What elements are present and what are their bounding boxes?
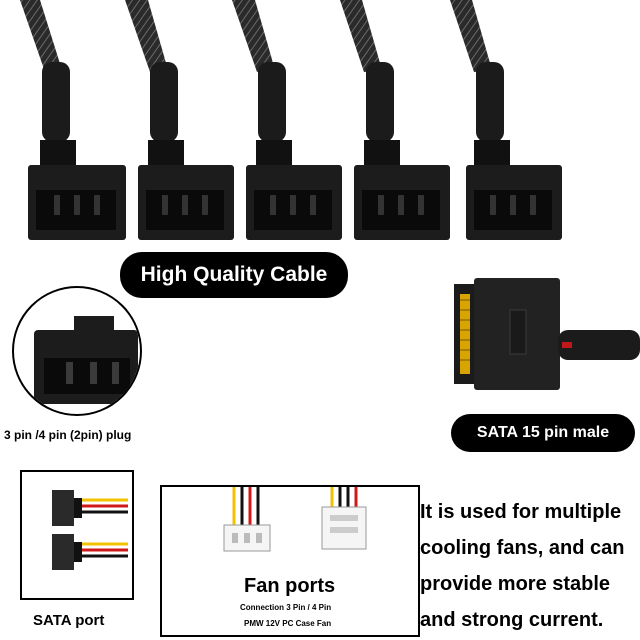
fan-ports-title: Fan ports: [244, 575, 336, 597]
sata-port-box: [20, 470, 134, 600]
description-line-3: provide more stable: [420, 573, 611, 595]
fan-cables-illustration: [20, 0, 562, 240]
description-line-4: and strong current.: [420, 609, 604, 631]
sata-port-diagram: [52, 490, 128, 570]
high-quality-cable-badge: High Quality Cable: [120, 252, 348, 298]
fan-ports-subtitle-2: PMW 12V PC Case Fan: [244, 619, 332, 628]
plug-closeup-image: [34, 316, 138, 404]
fan-ports-diagram: [223, 487, 367, 552]
description-line-1: It is used for multiple: [420, 501, 622, 523]
plug-caption: 3 pin /4 pin (2pin) plug: [4, 428, 132, 442]
fan-connector-3: [232, 0, 342, 240]
product-description: It is used for multiple cooling fans, an…: [420, 494, 640, 638]
sata-male-connector-image: [454, 278, 640, 390]
fan-connector-1: [20, 0, 126, 240]
sata-port-caption: SATA port: [33, 612, 105, 629]
fan-ports-subtitle-1: Connection 3 Pin / 4 Pin: [240, 603, 332, 612]
fan-connector-4: [340, 0, 450, 240]
fan-connector-2: [125, 0, 234, 240]
sata-male-badge: SATA 15 pin male: [451, 414, 635, 452]
plug-zoom-circle: [12, 286, 142, 416]
description-line-2: cooling fans, and can: [420, 537, 625, 559]
fan-connector-5: [450, 0, 562, 240]
fan-ports-box: Fan ports Connection 3 Pin / 4 Pin PMW 1…: [160, 485, 420, 637]
